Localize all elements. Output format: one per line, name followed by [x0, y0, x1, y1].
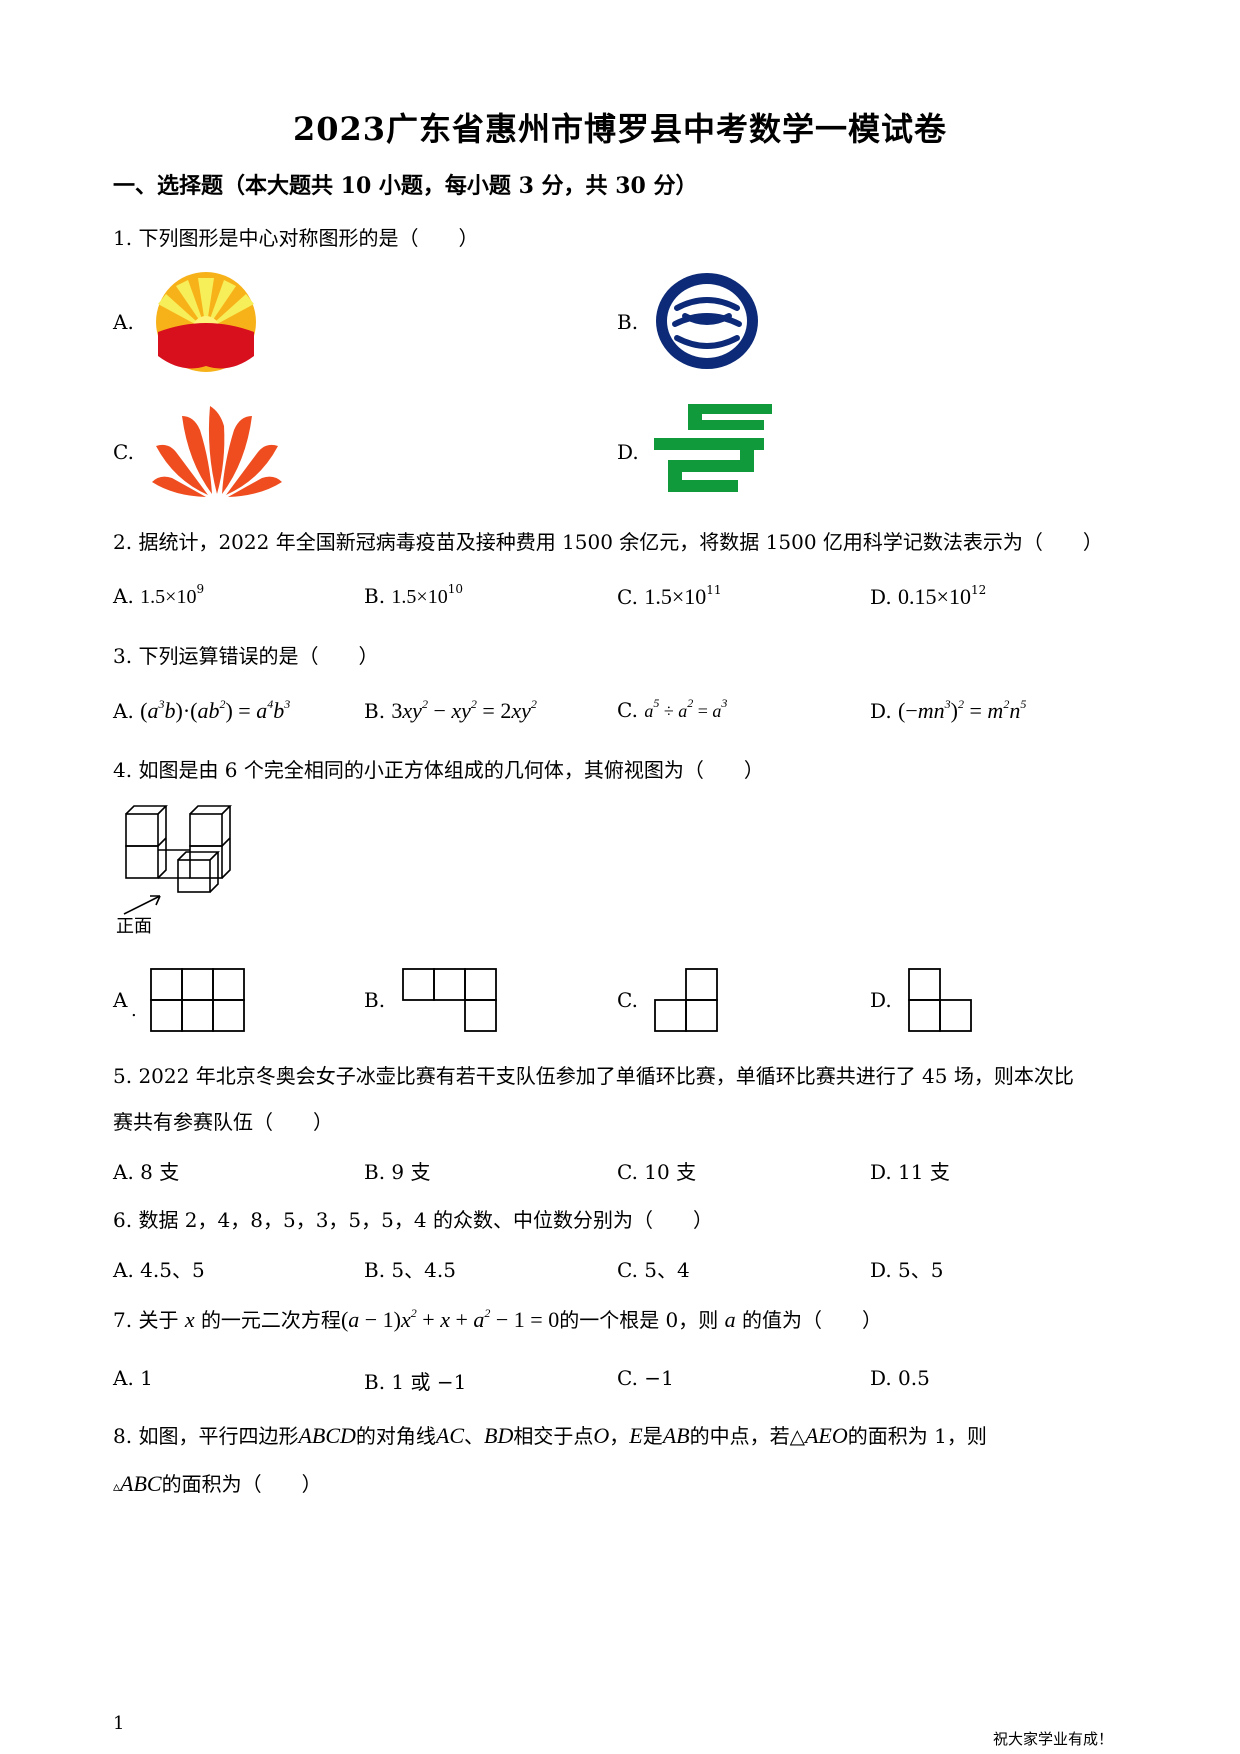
q8-triangle-symbol: ▵ [113, 1479, 121, 1495]
question-5-stem-line2: 赛共有参赛队伍（ ） [113, 1110, 333, 1134]
page-number: 1 [113, 1713, 125, 1734]
q2-option-d-exp: 12 [970, 583, 987, 597]
q6-option-b: B. 5、4.5 [364, 1258, 456, 1282]
q3-option-d: D. (−mn3)2 = m2n5 [870, 698, 1026, 724]
q8-sep: 、 [464, 1424, 485, 1448]
q6-option-c: C. 5、4 [617, 1258, 690, 1282]
q2-option-c-exp: 11 [706, 583, 722, 597]
question-6-stem: 6. 数据 2，4，8，5，3，5，5，4 的众数、中位数分别为（ ） [113, 1208, 713, 1232]
q3-option-b-expr: 3xy2 − xy2 = 2xy2 [391, 697, 537, 723]
q4-front-label: 正面 [116, 916, 152, 937]
q4-option-c-view [654, 968, 718, 1032]
q8-abc: ABC [120, 1471, 162, 1496]
q3-option-d-label: D. [870, 699, 892, 723]
question-4-stem: 4. 如图是由 6 个完全相同的小正方体组成的几何体，其俯视图为（ ） [113, 758, 764, 782]
q8-ab: AB [662, 1423, 690, 1448]
q7-option-d: D. 0.5 [870, 1366, 930, 1390]
q2-option-d-label: D. [870, 585, 892, 609]
q7-option-c: C. −1 [617, 1366, 674, 1390]
q1-option-c-label: C. [113, 440, 134, 464]
q3-option-c-label: C. [617, 698, 638, 722]
q8-text-line2: 的面积为（ ） [161, 1472, 322, 1496]
q7-equation: (a − 1)x2 + x + a2 − 1 = 0 [340, 1306, 560, 1332]
q3-option-a-expr: (a3b)·(ab2) = a4b3 [140, 697, 291, 723]
q3-option-a: A. (a3b)·(ab2) = a4b3 [113, 698, 290, 724]
q8-text-c: 相交于点 [513, 1424, 594, 1448]
q7-var-a: a [724, 1307, 736, 1332]
q1-option-d-label: D. [617, 440, 639, 464]
q2-option-d-base: 0.15×10 [898, 584, 971, 609]
q4-option-d-view [908, 968, 972, 1032]
q2-option-a-exp: 9 [196, 582, 205, 596]
q6-option-d: D. 5、5 [870, 1258, 944, 1282]
q8-e: E [629, 1423, 643, 1448]
q2-option-c-label: C. [617, 585, 638, 609]
q4-option-b-view [402, 968, 497, 1032]
q8-text-e: 是 [642, 1424, 663, 1448]
q2-option-b: B. 1.5×1010 [364, 582, 463, 609]
question-8-line2: ▵ABC的面积为（ ） [113, 1468, 322, 1497]
question-5-stem-line1: 5. 2022 年北京冬奥会女子冰壶比赛有若干支队伍参加了单循环比赛，单循环比赛… [113, 1064, 1074, 1088]
q5-option-a: A. 8 支 [113, 1160, 180, 1184]
q4-option-a-view [150, 968, 245, 1032]
q2-option-c: C. 1.5×1011 [617, 584, 722, 610]
q8-ac: AC [435, 1423, 465, 1448]
china-mobile-logo-icon [656, 273, 758, 369]
question-2-stem: 2. 据统计，2022 年全国新冠病毒疫苗及接种费用 1500 余亿元，将数据 … [113, 530, 1103, 554]
q2-option-b-exp: 10 [447, 582, 463, 596]
q3-option-b: B. 3xy2 − xy2 = 2xy2 [364, 698, 537, 724]
q2-option-a: A. 1.5×109 [113, 582, 205, 609]
question-8-line1: 8. 如图，平行四边形ABCD的对角线AC、BD相交于点O，E是AB的中点，若△… [113, 1420, 987, 1449]
question-7-stem: 7. 关于 x 的一元二次方程(a − 1)x2 + x + a2 − 1 = … [113, 1304, 882, 1333]
q7-mid: 的一元二次方程 [200, 1308, 341, 1332]
q1-option-b-label: B. [617, 310, 639, 334]
q8-text-g: 的面积为 1，则 [847, 1424, 987, 1448]
q3-option-c: C. a5 ÷ a2 = a3 [617, 696, 728, 722]
q7-prefix: 7. 关于 [113, 1308, 179, 1332]
q3-option-d-expr: (−mn3)2 = m2n5 [898, 697, 1027, 723]
q4-option-a-dot: . [131, 1000, 137, 1021]
q6-option-a: A. 4.5、5 [113, 1258, 205, 1282]
q8-text-d: ， [609, 1424, 630, 1448]
q4-option-a-label: A [113, 988, 128, 1012]
section-heading: 一、选择题（本大题共 10 小题，每小题 3 分，共 30 分） [113, 173, 698, 199]
q2-option-a-label: A. [113, 584, 134, 608]
huawei-logo-icon [152, 406, 282, 497]
q1-option-a-label: A. [113, 310, 134, 334]
q8-o: O [593, 1423, 610, 1448]
q3-option-b-label: B. [364, 699, 386, 723]
q3-option-c-expr: a5 ÷ a2 = a3 [644, 696, 728, 721]
q8-abcd: ABCD [298, 1423, 356, 1448]
q2-option-d: D. 0.15×1012 [870, 584, 986, 610]
q7-suffix1: 的一个根是 0，则 [559, 1308, 719, 1332]
q2-option-b-label: B. [364, 584, 386, 608]
q8-text-a: 8. 如图，平行四边形 [113, 1424, 299, 1448]
q8-text-f: 的中点，若△ [689, 1424, 805, 1448]
q7-var-x: x [184, 1307, 195, 1332]
q7-option-a: A. 1 [113, 1366, 153, 1390]
q7-suffix2: 的值为（ ） [742, 1308, 883, 1332]
q2-option-a-base: 1.5×10 [140, 586, 197, 608]
china-post-logo-icon [654, 404, 772, 492]
page-title: 2023广东省惠州市博罗县中考数学一模试卷 [292, 110, 948, 148]
q2-option-c-base: 1.5×10 [644, 584, 707, 609]
question-3-stem: 3. 下列运算错误的是（ ） [113, 644, 379, 668]
petrochina-logo-icon [156, 272, 256, 372]
q8-aeo: AEO [804, 1423, 848, 1448]
q4-option-c-label: C. [617, 988, 638, 1012]
q4-cube-figure [123, 805, 232, 915]
q4-option-b-label: B. [364, 988, 386, 1012]
q5-option-b: B. 9 支 [364, 1160, 431, 1184]
q5-option-c: C. 10 支 [617, 1160, 697, 1184]
q5-option-d: D. 11 支 [870, 1160, 950, 1184]
q2-option-b-base: 1.5×10 [391, 586, 448, 608]
q7-option-b: B. 1 或 −1 [364, 1370, 467, 1394]
footer-blessing: 祝大家学业有成！ [993, 1730, 1114, 1748]
question-1-stem: 1. 下列图形是中心对称图形的是（ ） [113, 226, 479, 250]
q3-option-a-label: A. [113, 699, 134, 723]
q8-bd: BD [484, 1423, 514, 1448]
q4-option-d-label: D. [870, 988, 892, 1012]
q8-text-b: 的对角线 [355, 1424, 436, 1448]
